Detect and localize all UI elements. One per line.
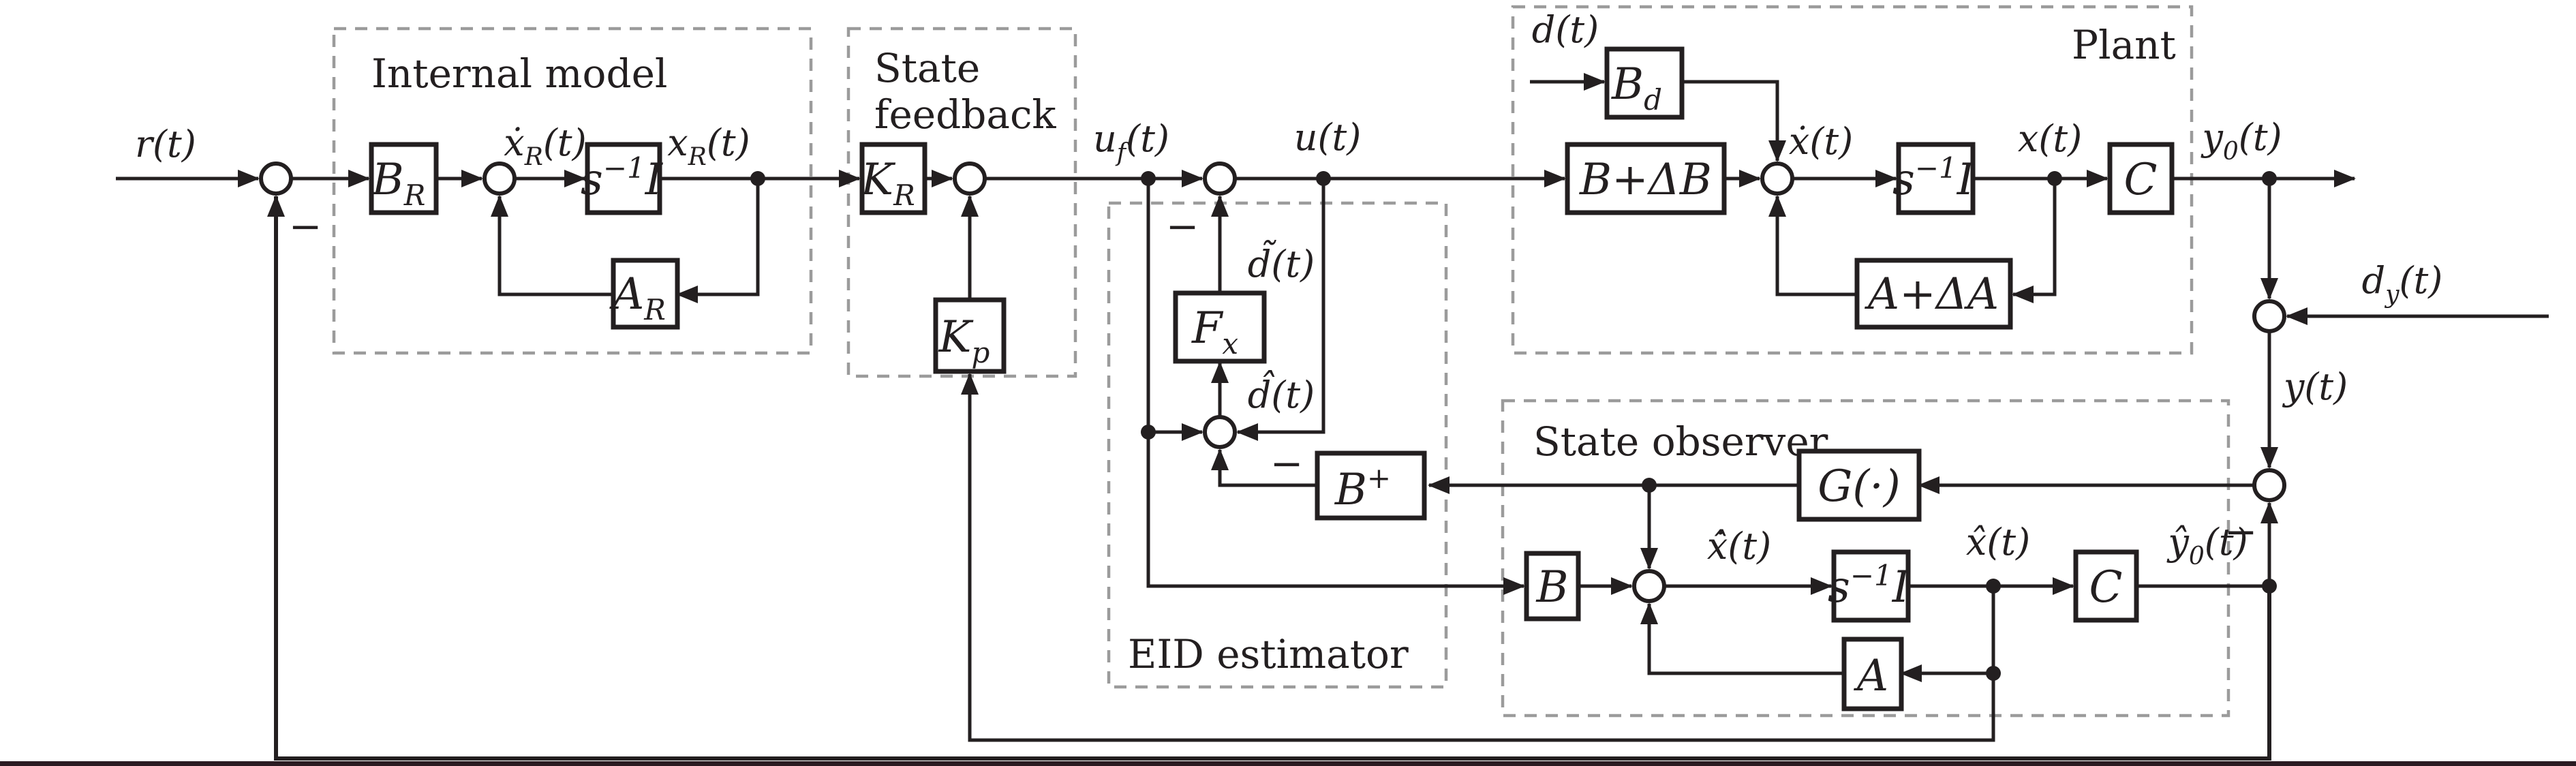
svg-text:s−1I: s−1I: [1892, 151, 1976, 205]
branch-dot-xhat: [1986, 579, 2001, 594]
sum-junction-dy: [2252, 299, 2286, 333]
wire-aobs-to-sum7: [1640, 602, 1844, 675]
label-xr: xR(t): [667, 121, 750, 171]
svg-text:s−1I: s−1I: [1828, 559, 1911, 613]
plant-title: Plant: [2072, 22, 2176, 68]
svg-text:Fx: Fx: [1191, 303, 1238, 361]
label-r: r(t): [135, 123, 196, 166]
label-x: x(t): [2018, 117, 2082, 160]
svg-text:AR: AR: [609, 269, 666, 326]
block-fx: Fx: [1173, 290, 1267, 364]
eid-estimator-title: EID estimator: [1128, 631, 1409, 677]
svg-text:Kp: Kp: [938, 312, 990, 369]
eid-estimator-box: [1107, 201, 1448, 689]
block-g: G(·): [1796, 448, 1922, 522]
svg-text:Bd: Bd: [1611, 59, 1662, 117]
block-c-observer: C: [2073, 549, 2139, 623]
svg-text:C: C: [2124, 155, 2158, 205]
branch-dot-xhat-lower: [1986, 666, 2001, 681]
svg-text:B+ΔB: B+ΔB: [1579, 155, 1712, 205]
svg-text:A: A: [1854, 651, 1888, 701]
sum-junction-state-feedback: [953, 162, 987, 196]
sum-junction-reference: [259, 162, 293, 196]
block-kp: Kp: [933, 297, 1007, 374]
block-bd: Bd: [1604, 46, 1685, 120]
label-x-dot: ẋ(t): [1789, 120, 1853, 163]
svg-text:B: B: [1535, 562, 1568, 613]
branch-dot-x: [2047, 171, 2062, 186]
block-a-observer: A: [1841, 637, 1904, 711]
svg-text:BR: BR: [371, 155, 426, 212]
label-y0: y0(t): [2201, 116, 2282, 166]
block-integrator-internal-model: s−1I: [581, 142, 664, 215]
branch-dot-y0: [2262, 171, 2277, 186]
minus-sum8: −: [2224, 508, 2258, 555]
branch-dot-y0hat: [2262, 579, 2277, 594]
block-br: BR: [369, 142, 439, 215]
block-ar: AR: [609, 258, 680, 330]
svg-text:s−1I: s−1I: [581, 151, 664, 205]
label-d-tilde: d̃(t): [1248, 239, 1315, 286]
branch-dot-g-output: [1642, 478, 1657, 493]
minus-sum6: −: [1270, 440, 1304, 487]
wire-bd-to-sum5: [1682, 80, 1786, 162]
label-dy: dy(t): [2362, 259, 2443, 309]
block-b-observer: B: [1524, 551, 1581, 622]
label-xr-dot: ẋR(t): [504, 121, 586, 171]
label-uf: uf(t): [1093, 117, 1169, 167]
svg-text:G(·): G(·): [1818, 461, 1900, 512]
sum-junction-internal-model: [482, 162, 517, 196]
state-observer-title: State observer: [1533, 418, 1828, 465]
block-c-plant: C: [2107, 142, 2175, 215]
wire-u-to-sum6: [1236, 179, 1325, 441]
internal-model-title: Internal model: [371, 50, 667, 97]
branch-dot-u: [1316, 171, 1331, 186]
wire-bplus-to-sum6: [1211, 448, 1317, 487]
state-feedback-title-line2: feedback: [874, 91, 1056, 138]
sum-junction-uf-dtilde: [1203, 162, 1237, 196]
branch-dot-uf-eid: [1141, 425, 1156, 440]
block-integrator-plant: s−1I: [1892, 142, 1976, 215]
block-integrator-observer: s−1I: [1828, 549, 1911, 623]
sum-junction-observer: [1632, 569, 1666, 603]
wire-xhat-to-kp: [961, 373, 1995, 742]
block-a-delta-a: A+ΔA: [1854, 258, 2013, 330]
label-xhat-dot: x̂̇(t): [1707, 525, 1771, 568]
figure-bottom-border: [0, 761, 2576, 766]
wire-adeltaa-to-sum5: [1768, 195, 1857, 296]
svg-text:KR: KR: [860, 155, 915, 212]
state-observer-box: [1501, 399, 2230, 718]
label-d: d(t): [1532, 8, 1599, 51]
svg-text:A+ΔA: A+ΔA: [1865, 269, 1999, 320]
label-u: u(t): [1294, 116, 1362, 159]
label-d-hat: d̂(t): [1248, 369, 1315, 416]
wire-outer-feedback-to-sum1: [267, 195, 2271, 761]
state-feedback-title-line1: State: [874, 45, 980, 91]
block-kr: KR: [859, 142, 927, 215]
svg-text:C: C: [2089, 562, 2123, 613]
sum-junction-y-minus-y0hat: [2252, 468, 2286, 502]
branch-dot-xr: [750, 171, 765, 186]
label-xhat: x̂(t): [1966, 521, 2030, 564]
minus-sum4: −: [1166, 203, 1199, 249]
svg-text:B+: B+: [1334, 461, 1391, 515]
label-y: y(t): [2282, 365, 2348, 408]
sum-junction-eid: [1203, 415, 1237, 449]
wire-uf-to-bobs: [1146, 432, 1525, 595]
block-bplus: B+: [1315, 450, 1427, 521]
internal-model-box: [332, 27, 813, 355]
sum-junction-plant: [1760, 162, 1794, 196]
wire-ar-to-sum2: [491, 195, 613, 296]
block-b-delta-b: B+ΔB: [1565, 142, 1727, 215]
wire-xr-to-ar: [676, 179, 760, 303]
branch-dot-uf: [1141, 171, 1156, 186]
minus-sum1: −: [289, 203, 322, 249]
label-y0hat: ŷ0(t): [2166, 521, 2248, 570]
wire-x-to-adeltaa: [2012, 179, 2057, 303]
